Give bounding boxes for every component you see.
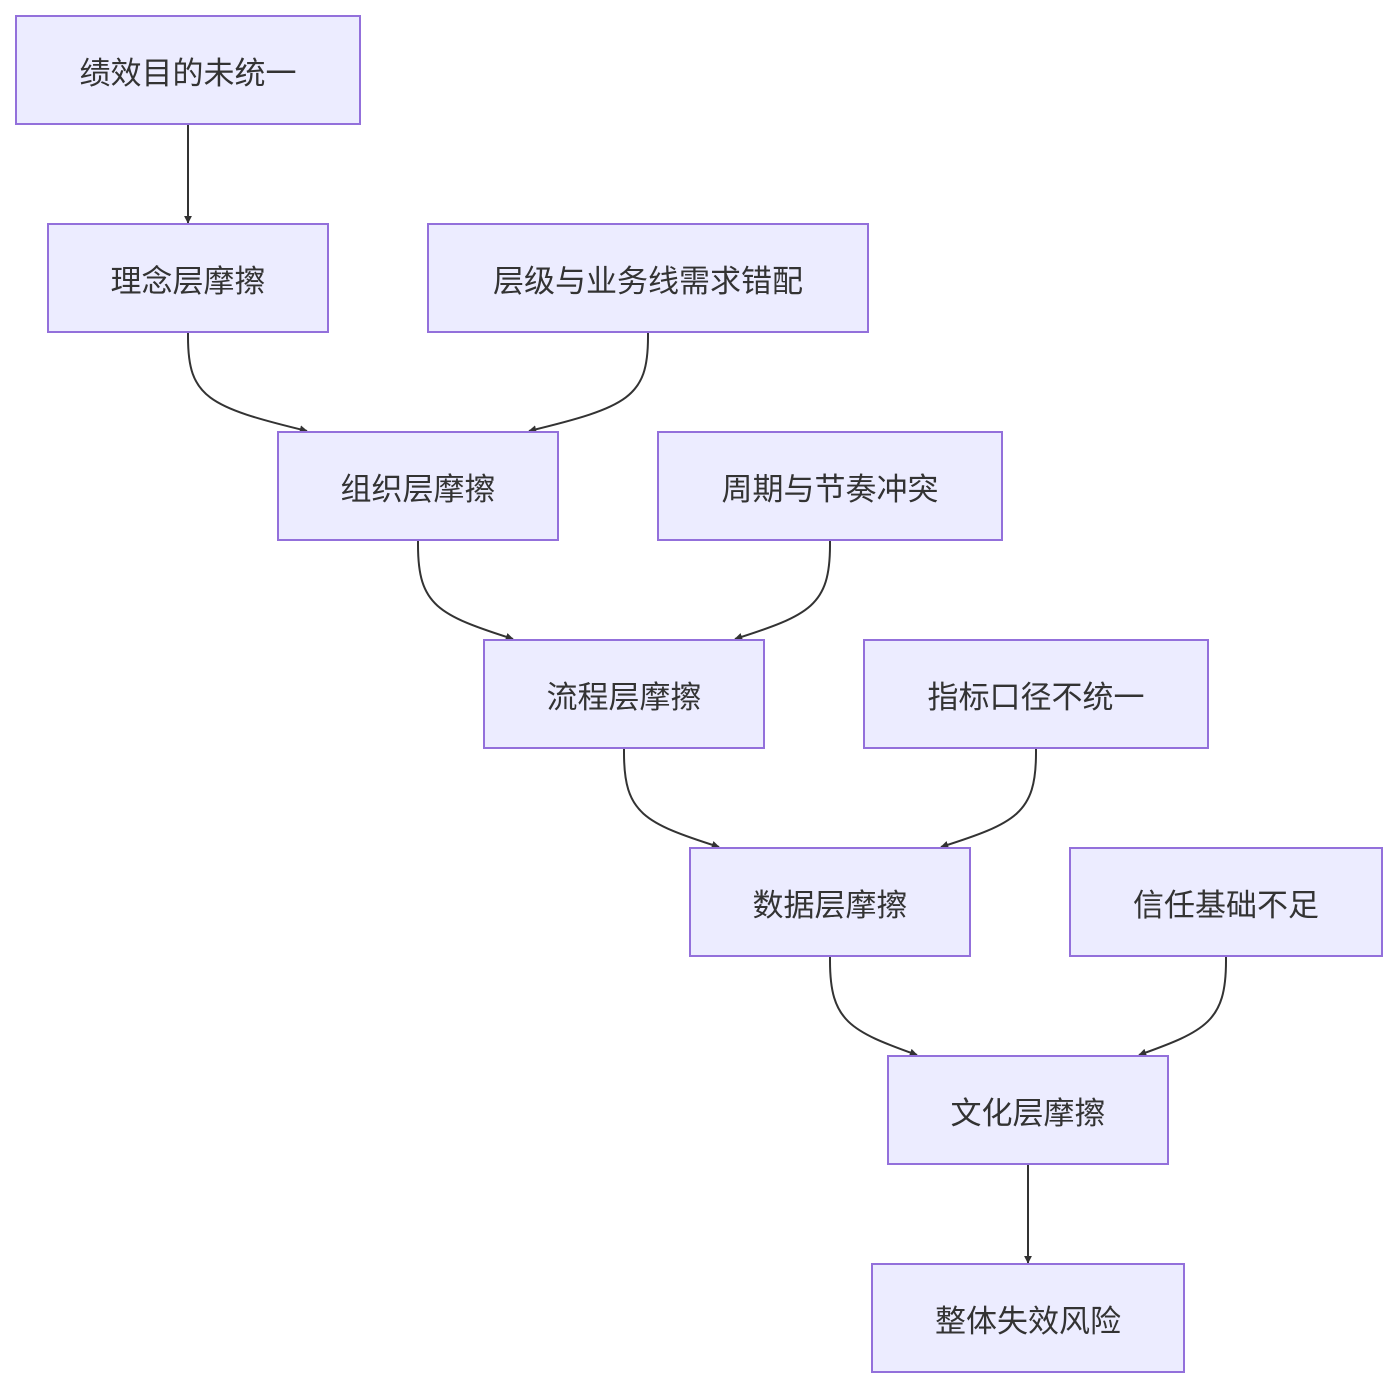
node-label: 整体失效风险 bbox=[935, 1303, 1121, 1340]
edge-trust-to-culture bbox=[1138, 957, 1227, 1057]
node-label: 层级与业务线需求错配 bbox=[493, 263, 803, 300]
node-demand-mismatch[interactable]: 层级与业务线需求错配 bbox=[427, 223, 869, 333]
edge-concept-to-org bbox=[187, 333, 308, 434]
node-label: 组织层摩擦 bbox=[340, 471, 496, 508]
edge-metric-to-data bbox=[940, 749, 1037, 849]
node-culture-friction[interactable]: 文化层摩擦 bbox=[887, 1055, 1169, 1165]
node-concept-friction[interactable]: 理念层摩擦 bbox=[47, 223, 329, 333]
edge-mismatch-to-org bbox=[528, 333, 649, 434]
node-data-friction[interactable]: 数据层摩擦 bbox=[689, 847, 971, 957]
node-label: 数据层摩擦 bbox=[752, 887, 908, 924]
node-label: 理念层摩擦 bbox=[110, 263, 266, 300]
node-label: 周期与节奏冲突 bbox=[721, 471, 939, 508]
node-label: 文化层摩擦 bbox=[950, 1095, 1106, 1132]
edge-org-to-process bbox=[417, 541, 514, 641]
edge-rhythm-to-process bbox=[734, 541, 831, 641]
node-label: 信任基础不足 bbox=[1133, 887, 1319, 924]
node-label: 绩效目的未统一 bbox=[79, 55, 297, 92]
node-org-friction[interactable]: 组织层摩擦 bbox=[277, 431, 559, 541]
node-overall-failure-risk[interactable]: 整体失效风险 bbox=[871, 1263, 1185, 1373]
edge-data-to-culture bbox=[829, 957, 918, 1057]
node-goal[interactable]: 绩效目的未统一 bbox=[15, 15, 361, 125]
node-metric-inconsistency[interactable]: 指标口径不统一 bbox=[863, 639, 1209, 749]
node-label: 指标口径不统一 bbox=[927, 679, 1145, 716]
node-label: 流程层摩擦 bbox=[546, 679, 702, 716]
edge-process-to-data bbox=[623, 749, 720, 849]
node-process-friction[interactable]: 流程层摩擦 bbox=[483, 639, 765, 749]
node-cycle-conflict[interactable]: 周期与节奏冲突 bbox=[657, 431, 1003, 541]
node-trust-deficit[interactable]: 信任基础不足 bbox=[1069, 847, 1383, 957]
